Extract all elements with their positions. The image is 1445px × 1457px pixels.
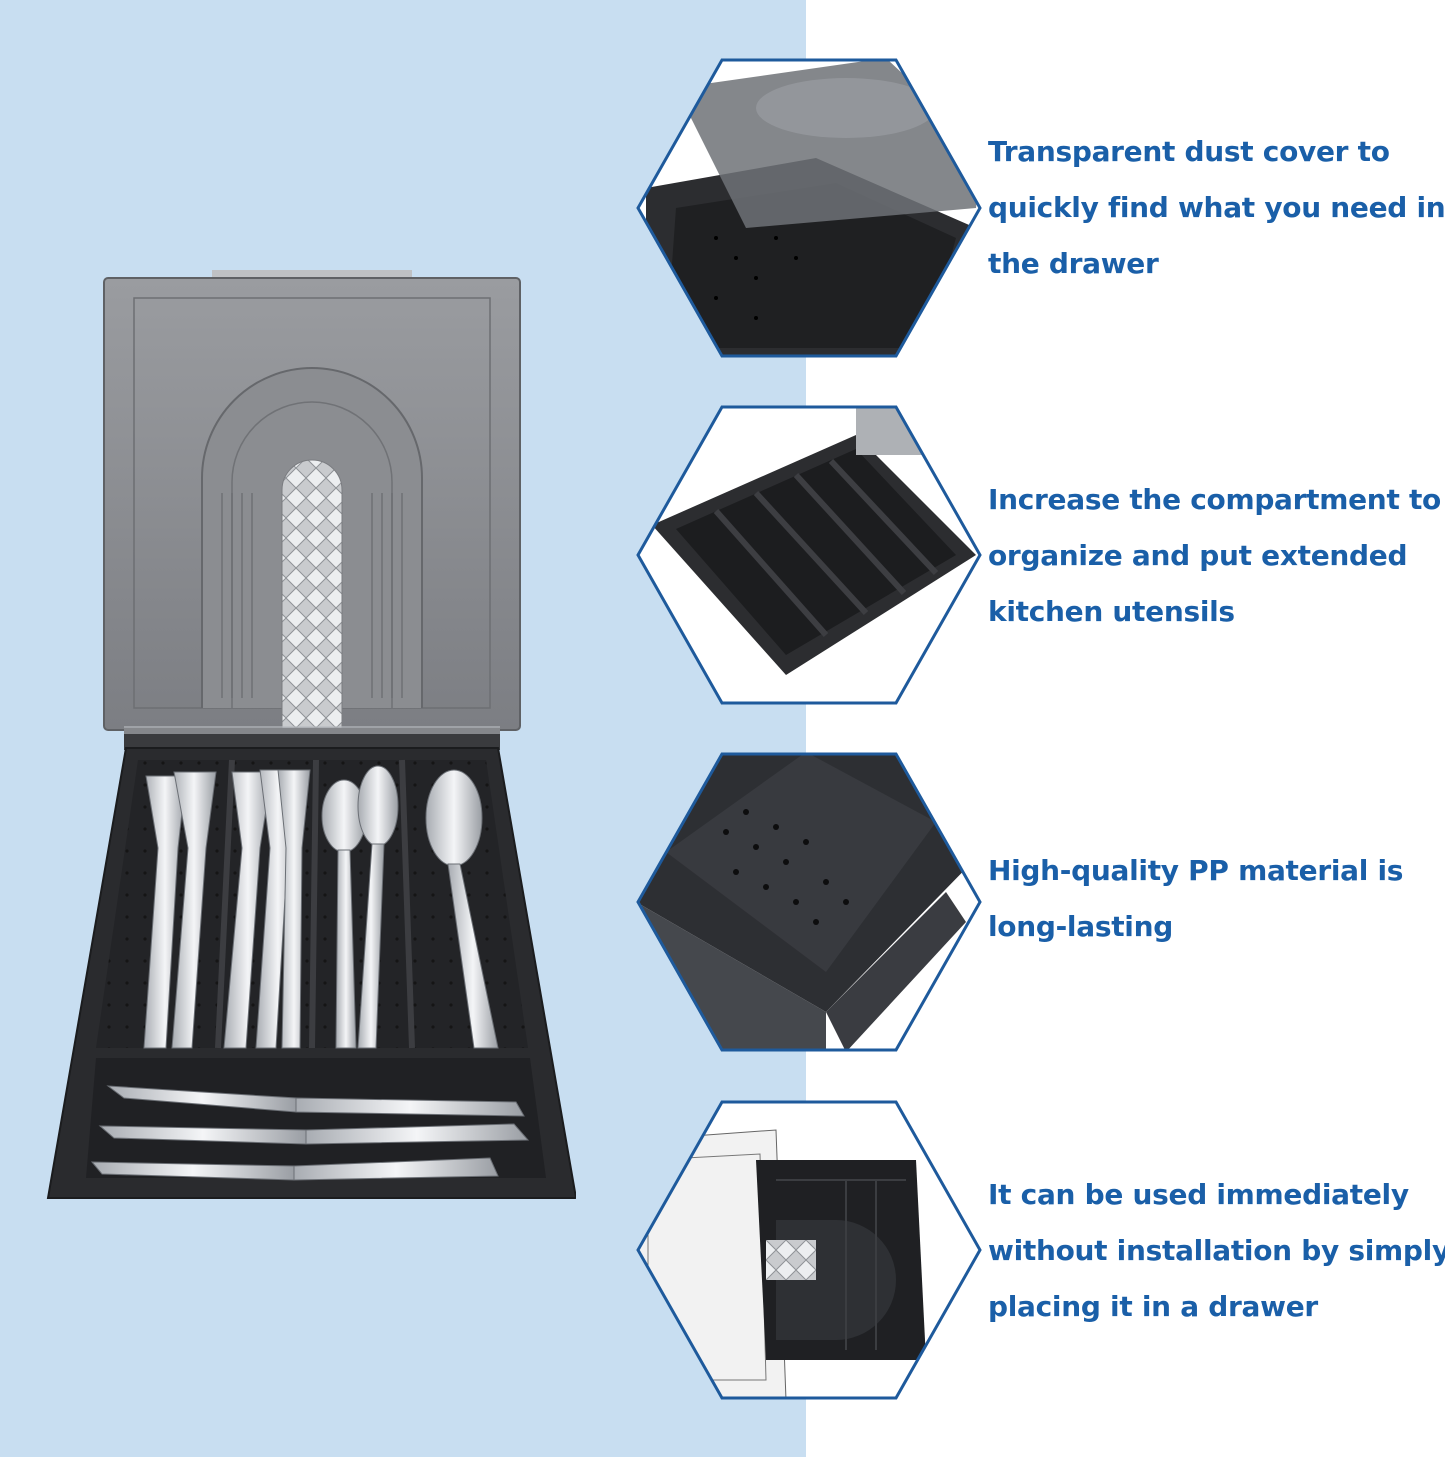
- caption-line: Increase the compartment to: [988, 483, 1441, 516]
- caption-line: quickly find what you need in: [988, 191, 1445, 224]
- feature-caption-pp-material: High-quality PP material is long-lasting: [988, 843, 1440, 955]
- cutlery-organizer-product-image: [46, 268, 578, 1208]
- caption-line: placing it in a drawer: [988, 1290, 1318, 1323]
- dust-cover-photo-hexagon: [636, 58, 982, 358]
- drawer-placement-photo-hexagon: [636, 1100, 982, 1400]
- caption-line: the drawer: [988, 247, 1159, 280]
- compartment-tray-photo-hexagon: [636, 405, 982, 705]
- caption-line: organize and put extended: [988, 539, 1408, 572]
- caption-line: Transparent dust cover to: [988, 135, 1390, 168]
- feature-caption-no-installation: It can be used immediately without insta…: [988, 1167, 1445, 1335]
- caption-line: without installation by simply: [988, 1234, 1445, 1267]
- caption-line: kitchen utensils: [988, 595, 1235, 628]
- pp-material-closeup-photo-hexagon: [636, 752, 982, 1052]
- feature-caption-dust-cover: Transparent dust cover to quickly find w…: [988, 124, 1445, 292]
- feature-caption-compartment: Increase the compartment to organize and…: [988, 472, 1441, 640]
- caption-line: High-quality PP material is: [988, 854, 1404, 887]
- caption-line: long-lasting: [988, 910, 1173, 943]
- caption-line: It can be used immediately: [988, 1178, 1409, 1211]
